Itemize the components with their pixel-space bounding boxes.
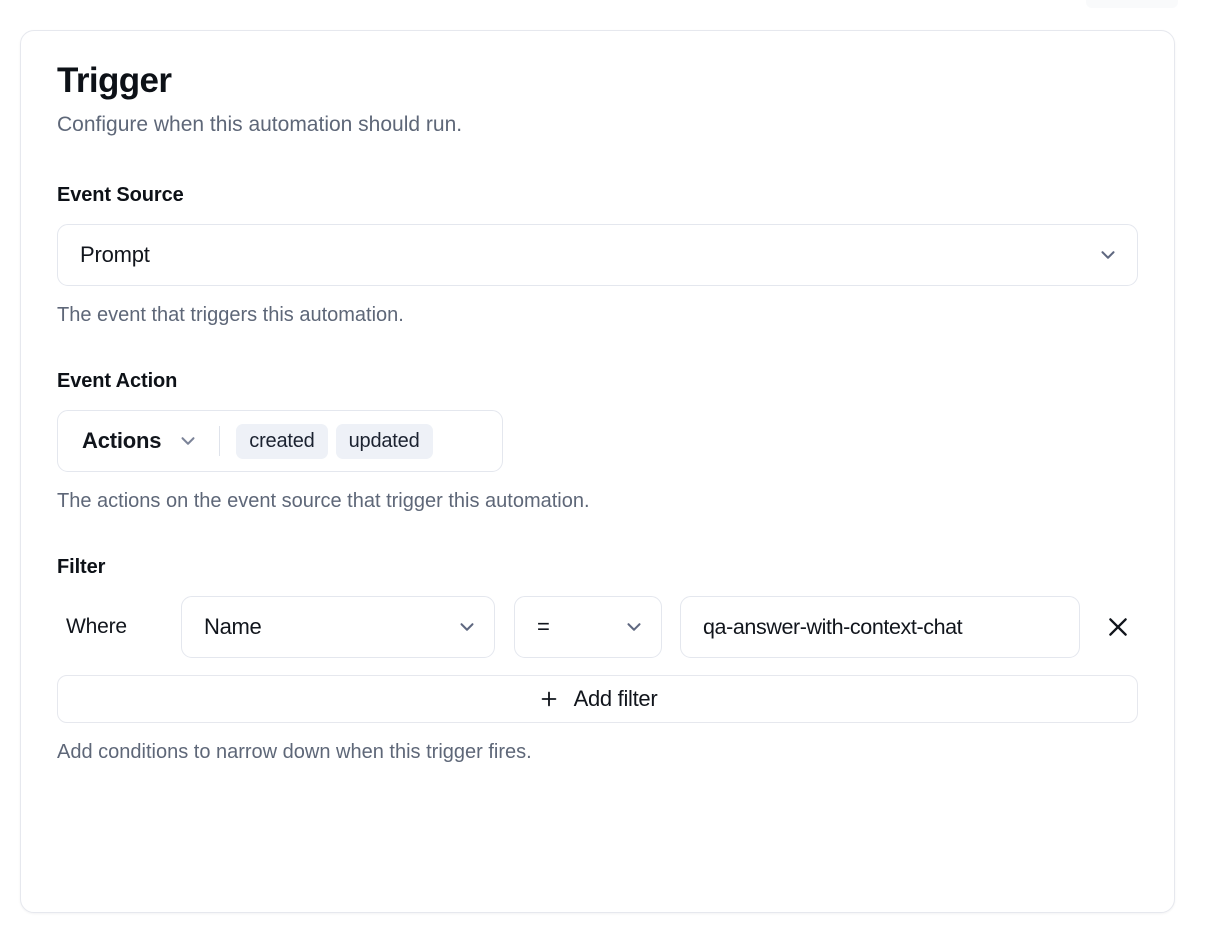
event-action-tag-updated[interactable]: updated [335,423,433,459]
filter-row: Where Name = qa-answer-with-context-chat [57,596,1138,659]
trigger-card: Trigger Configure when this automation s… [20,30,1175,913]
filter-operator-value: = [537,614,550,640]
divider [219,426,221,457]
add-filter-button[interactable]: Add filter [57,675,1138,724]
event-source-group: Event Source Prompt The event that trigg… [57,184,1138,327]
event-action-tag-created[interactable]: created [236,423,328,459]
event-action-control: Actions created updated [57,410,503,473]
event-action-group: Event Action Actions created updated The… [57,370,1138,513]
chevron-down-icon [177,430,199,452]
event-action-dropdown[interactable]: Actions [82,428,199,454]
chevron-down-icon [1097,244,1119,266]
event-action-help: The actions on the event source that tri… [57,490,590,513]
filter-group: Filter Where Name = qa-answer-with-c [57,556,1138,764]
page-title: Trigger [57,61,172,100]
filter-label: Filter [57,556,106,579]
page-subtitle: Configure when this automation should ru… [57,113,463,137]
filter-where-label: Where [66,615,127,639]
chevron-down-icon [456,616,478,638]
filter-value-text: qa-answer-with-context-chat [703,614,963,639]
event-source-label: Event Source [57,184,184,207]
plus-icon [538,688,560,710]
event-action-label: Event Action [57,370,178,393]
remove-filter-button[interactable] [1098,607,1138,647]
event-source-select[interactable]: Prompt [57,224,1138,287]
filter-value-input[interactable]: qa-answer-with-context-chat [680,596,1080,659]
chevron-down-icon [623,616,645,638]
event-action-dropdown-label: Actions [82,428,162,454]
filter-help: Add conditions to narrow down when this … [57,741,532,764]
filter-attribute-value: Name [204,614,262,640]
event-source-help: The event that triggers this automation. [57,304,404,327]
close-icon [1105,614,1131,640]
filter-attribute-select[interactable]: Name [181,596,495,659]
add-filter-label: Add filter [573,686,658,712]
filter-operator-select[interactable]: = [514,596,662,659]
event-action-tags: created updated [236,423,433,459]
top-cutoff-artifact [1086,0,1178,8]
event-source-value: Prompt [80,242,150,268]
